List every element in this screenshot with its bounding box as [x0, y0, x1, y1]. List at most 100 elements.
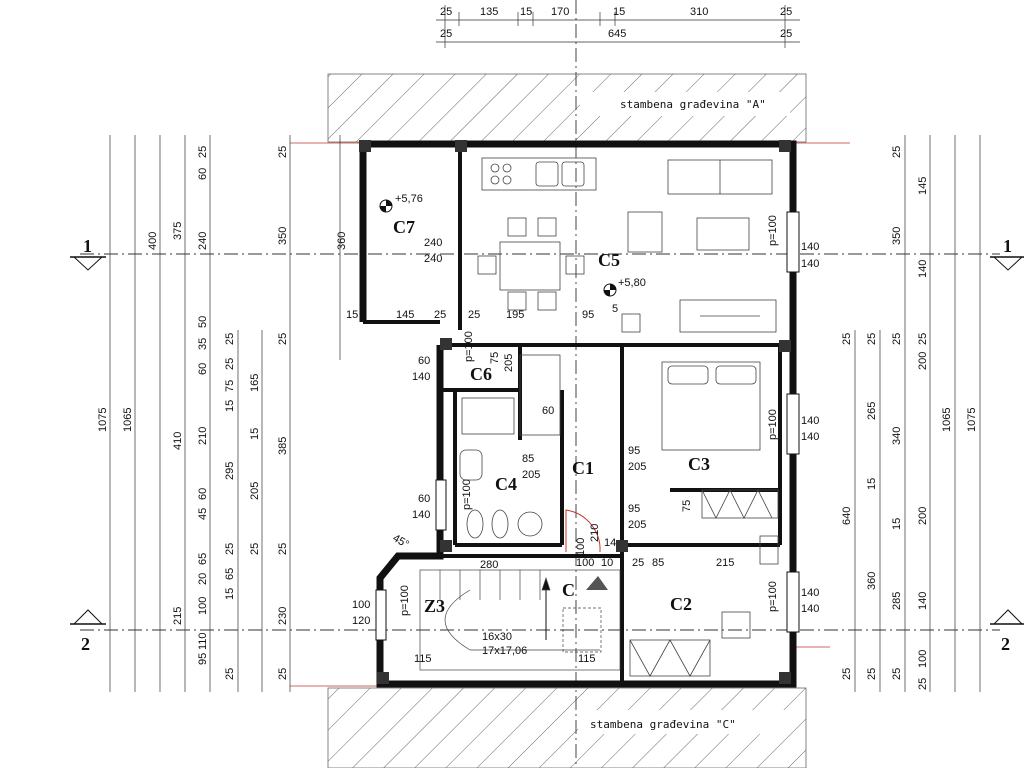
svg-text:285: 285: [891, 592, 903, 610]
svg-text:100: 100: [917, 650, 929, 668]
svg-text:10: 10: [601, 557, 613, 569]
svg-text:205: 205: [249, 482, 261, 500]
svg-text:25: 25: [277, 668, 289, 680]
svg-text:375: 375: [172, 222, 184, 240]
sofa: [627, 159, 773, 253]
svg-text:145: 145: [396, 309, 414, 321]
svg-text:60: 60: [418, 493, 430, 505]
svg-text:45: 45: [197, 508, 209, 520]
svg-text:25: 25: [224, 333, 236, 345]
section-marker-2-left: 2: [70, 609, 106, 654]
svg-text:25: 25: [224, 358, 236, 370]
svg-text:60: 60: [197, 363, 209, 375]
svg-text:100: 100: [352, 599, 370, 611]
svg-text:165: 165: [249, 374, 261, 392]
room-label-z3: Z3: [424, 596, 445, 616]
svg-text:75: 75: [224, 380, 236, 392]
right-dimension-lines: [854, 135, 981, 692]
window-labels: p=100 140 140 p=100 140 140 p=100 140 14…: [767, 215, 819, 615]
svg-text:145: 145: [917, 177, 929, 195]
bathroom-fixtures: [459, 354, 561, 539]
svg-text:95: 95: [628, 445, 640, 457]
svg-text:140: 140: [801, 431, 819, 443]
staircase: [419, 569, 621, 671]
svg-text:140: 140: [917, 592, 929, 610]
svg-text:16x30: 16x30: [482, 631, 512, 643]
svg-text:1065: 1065: [941, 408, 953, 432]
svg-text:2: 2: [1001, 634, 1010, 654]
section-marker-2-right: 2: [990, 609, 1024, 654]
svg-text:65: 65: [224, 568, 236, 580]
svg-text:215: 215: [716, 557, 734, 569]
svg-text:25: 25: [440, 28, 452, 40]
left-dimension-labels: 1075 1065 400 410 215 375 95 25 60 240 5…: [97, 146, 289, 680]
room-label-c5: C5: [598, 250, 620, 270]
svg-text:25: 25: [249, 543, 261, 555]
svg-text:140: 140: [801, 603, 819, 615]
svg-text:60: 60: [418, 355, 430, 367]
room-label-c3: C3: [688, 454, 710, 474]
svg-text:60: 60: [197, 488, 209, 500]
svg-text:200: 200: [917, 507, 929, 525]
svg-text:240: 240: [197, 232, 209, 250]
c2-furniture: [629, 535, 779, 677]
room-label-c4: C4: [495, 474, 517, 494]
svg-text:140: 140: [801, 415, 819, 427]
section-marker-1-left: 1: [70, 236, 106, 271]
svg-text:p=100: p=100: [399, 585, 411, 616]
svg-text:25: 25: [468, 309, 480, 321]
level-marker-c7: +5,76: [379, 193, 423, 213]
svg-text:2: 2: [81, 634, 90, 654]
svg-text:85: 85: [652, 557, 664, 569]
svg-text:85: 85: [522, 453, 534, 465]
svg-text:25: 25: [632, 557, 644, 569]
svg-text:25: 25: [780, 6, 792, 18]
svg-text:340: 340: [891, 427, 903, 445]
svg-text:360: 360: [336, 232, 348, 250]
right-dimension-labels: 1075 1065 25 350 25 640 25 25 265 15 360…: [841, 146, 978, 690]
svg-text:100: 100: [575, 538, 587, 556]
interior-dimension-labels: 360 240 240 15 145 25 25 195 95 5 60 140…: [336, 232, 734, 665]
svg-text:50: 50: [197, 316, 209, 328]
svg-text:1: 1: [83, 236, 92, 256]
svg-text:25: 25: [434, 309, 446, 321]
svg-text:p=100: p=100: [767, 215, 779, 246]
svg-text:1: 1: [1003, 236, 1012, 256]
building-a-label: stambena građevina "A": [620, 98, 766, 111]
svg-text:25: 25: [277, 543, 289, 555]
svg-text:295: 295: [224, 462, 236, 480]
svg-text:15: 15: [249, 428, 261, 440]
svg-text:140: 140: [801, 241, 819, 253]
entrance-door: [565, 509, 601, 553]
svg-text:25: 25: [780, 28, 792, 40]
svg-text:100: 100: [576, 557, 594, 569]
room-label-c1: C1: [572, 458, 594, 478]
svg-text:25: 25: [917, 333, 929, 345]
svg-text:310: 310: [690, 6, 708, 18]
svg-text:210: 210: [589, 524, 601, 542]
svg-text:240: 240: [424, 237, 442, 249]
top-dim-row-1: 25 135 15 170 15 310 25: [440, 6, 792, 18]
svg-text:25: 25: [224, 668, 236, 680]
svg-text:95: 95: [628, 503, 640, 515]
windows: [375, 211, 800, 641]
reference-lines: [290, 142, 850, 687]
entrance-label-c: C: [562, 580, 575, 600]
svg-text:205: 205: [628, 519, 646, 531]
svg-text:205: 205: [503, 354, 515, 372]
double-bed: [661, 361, 779, 519]
entrance-marker-icon: [586, 576, 608, 590]
svg-text:25: 25: [891, 146, 903, 158]
room-label-c7: C7: [393, 217, 415, 237]
svg-text:115: 115: [578, 653, 596, 665]
svg-text:15: 15: [346, 309, 358, 321]
svg-text:25: 25: [917, 678, 929, 690]
structural-columns: [359, 140, 791, 684]
svg-text:135: 135: [480, 6, 498, 18]
svg-text:110: 110: [197, 632, 209, 650]
svg-text:35: 35: [197, 338, 209, 350]
dining-table: [477, 217, 585, 311]
svg-text:1075: 1075: [966, 408, 978, 432]
top-dim-row-2: 25 645 25: [440, 28, 792, 40]
